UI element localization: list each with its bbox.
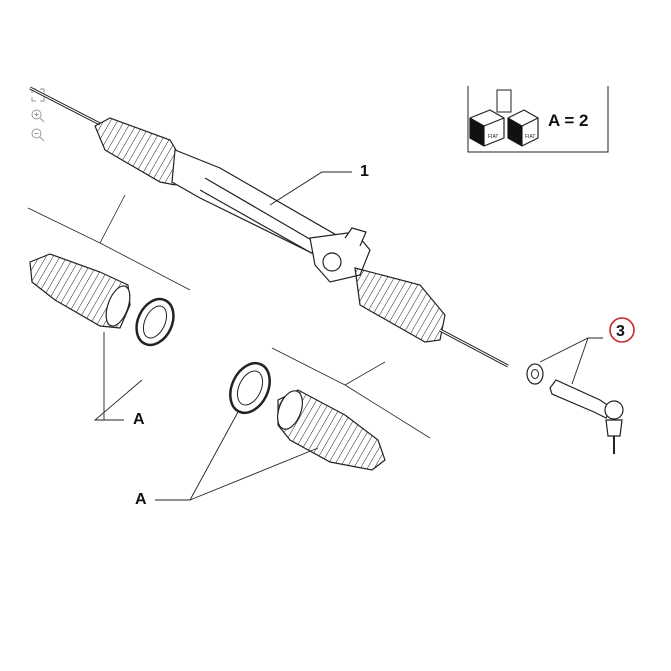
- kit-boxes-icon: FIAT FIAT: [469, 89, 539, 147]
- steering-boot-lower[interactable]: [273, 387, 386, 471]
- steering-boot-upper[interactable]: [29, 253, 135, 329]
- svg-text:FIAT: FIAT: [488, 134, 498, 140]
- kit-info-box: FIAT FIAT A = 2: [467, 86, 609, 153]
- zoom-in-icon[interactable]: [30, 108, 46, 124]
- callout-a-lower: A: [135, 411, 319, 508]
- callout-3-highlight-circle[interactable]: [609, 317, 635, 343]
- lock-nut[interactable]: [526, 363, 544, 385]
- zoom-out-icon[interactable]: [30, 127, 46, 143]
- callout-1: 1: [269, 163, 369, 206]
- boot-kit-upper-leaders: [27, 194, 191, 291]
- callout-3-label: 3: [616, 323, 625, 340]
- callout-a-upper-label: A: [133, 411, 145, 428]
- tie-rod-end[interactable]: [549, 379, 624, 454]
- callout-1-label: 1: [360, 163, 369, 180]
- callout-3: 3: [539, 317, 635, 385]
- steering-rack[interactable]: [29, 86, 509, 368]
- callout-a-lower-label: A: [135, 491, 147, 508]
- kit-quantity-label: A = 2: [548, 111, 588, 130]
- boot-clamp-upper[interactable]: [129, 293, 180, 351]
- callout-a-upper: A: [93, 332, 145, 428]
- boot-kit-lower-leaders: [271, 347, 431, 439]
- svg-text:FIAT: FIAT: [525, 134, 535, 140]
- boot-clamp-lower[interactable]: [223, 357, 278, 419]
